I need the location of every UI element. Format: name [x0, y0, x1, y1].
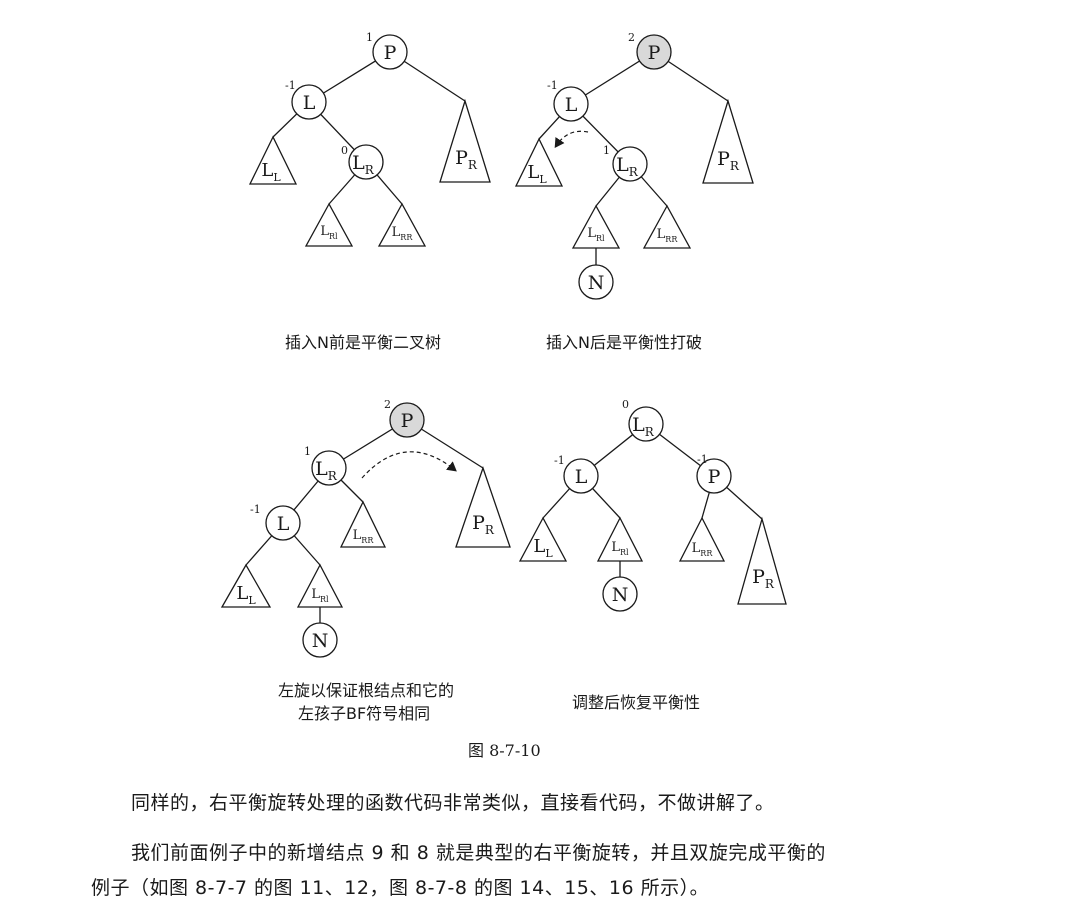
balance-factor-d2-P: 2 — [628, 31, 635, 44]
subtree-d2-LRR-label: LRR — [657, 227, 679, 244]
rotation-arrow-left — [554, 130, 589, 148]
node-d2-N-label: N — [588, 272, 605, 294]
balance-factor-d4-L: -1 — [554, 454, 565, 467]
balance-factor-d4-P: -1 — [697, 453, 708, 466]
node-d4-N-circle — [602, 576, 638, 612]
subtree-d3-LRl-label: LRl — [311, 587, 329, 604]
balance-factor-d1-L: -1 — [285, 79, 296, 92]
subtree-d1-LRl-triangle — [304, 202, 354, 247]
caption-rebalanced: 调整后恢复平衡性 — [572, 693, 701, 712]
subtree-d3-LL-label: LL — [236, 583, 256, 607]
subtree-d4-PR-triangle — [737, 516, 787, 605]
node-d3-P-label: P — [401, 410, 414, 432]
subtree-d4-PR-label: PR — [752, 566, 775, 591]
paragraph-2-line-2: 例子（如图 8-7-7 的图 11、12，图 8-7-8 的图 14、15、16… — [91, 877, 710, 899]
subtree-d2-LRR-triangle — [642, 204, 692, 249]
node-d3-L-label: L — [277, 513, 290, 535]
balance-factor-d1-P: 1 — [366, 31, 373, 44]
caption-before-insert: 插入N前是平衡二叉树 — [285, 333, 441, 352]
subtree-d1-LRR-triangle — [377, 202, 427, 247]
node-d1-P-circle — [372, 34, 408, 70]
node-d1-LR-circle — [348, 144, 384, 180]
diagram-1: LL PR LRl LRR P1L -1LR 0 — [248, 31, 491, 247]
subtree-d1-LL-label: LL — [261, 160, 281, 184]
rotation-arrow-right — [361, 451, 457, 479]
diagram-2: LL PR LRl LRR P2L -1LR 1N — [514, 31, 754, 300]
subtree-d3-LRR-triangle — [339, 500, 387, 548]
balance-factor-d2-LR: 1 — [603, 144, 610, 157]
caption-left-rotation-line2: 左孩子BF符号相同 — [298, 704, 431, 723]
node-d1-L-circle — [291, 84, 327, 120]
subtree-d1-LL-triangle — [248, 135, 298, 185]
paragraph-1: 同样的，右平衡旋转处理的函数代码非常类似，直接看代码，不做讲解了。 — [131, 792, 775, 814]
balance-factor-d3-P: 2 — [384, 398, 391, 411]
node-d1-L-label: L — [303, 92, 316, 114]
node-d1-LR-label: LR — [352, 152, 375, 177]
subtree-d2-PR-triangle — [702, 98, 754, 184]
figure-label: 图 8-7-10 — [468, 741, 541, 760]
node-d4-N-label: N — [612, 584, 629, 606]
subtree-d2-LRl-triangle — [571, 204, 621, 249]
subtree-d3-LRR-label: LRR — [353, 528, 375, 545]
node-d4-L-label: L — [575, 466, 588, 488]
node-d4-P-label: P — [708, 466, 721, 488]
node-d3-P-circle — [389, 402, 425, 438]
subtree-d2-LL-triangle — [514, 137, 564, 187]
subtree-d2-PR-label: PR — [717, 148, 740, 173]
subtree-d1-PR-label: PR — [455, 147, 478, 172]
subtree-d1-PR-triangle — [439, 98, 491, 183]
subtree-d4-LRl-label: LRl — [611, 540, 629, 557]
subtree-d1-LRl-label: LRl — [320, 224, 338, 241]
balance-factor-d3-L: -1 — [250, 503, 261, 516]
caption-left-rotation-line1: 左旋以保证根结点和它的 — [278, 681, 455, 700]
subtree-d3-PR-label: PR — [472, 512, 495, 537]
subtree-d4-LRl-triangle — [596, 516, 644, 562]
node-d3-LR-label: LR — [315, 458, 338, 483]
node-d2-L-label: L — [565, 94, 578, 116]
node-d2-P-label: P — [648, 42, 661, 64]
node-d4-P-circle — [696, 458, 732, 494]
node-d3-L-circle — [265, 505, 301, 541]
subtree-d2-LRl-label: LRl — [587, 226, 605, 243]
subtree-d4-LL-label: LL — [533, 536, 553, 560]
subtree-d3-PR-triangle — [455, 465, 511, 548]
balance-factor-d4-LR: 0 — [622, 398, 629, 411]
paragraph-2-line-1: 我们前面例子中的新增结点 9 和 8 就是典型的右平衡旋转，并且双旋完成平衡的 — [131, 842, 826, 864]
node-d4-LR-label: LR — [632, 414, 655, 439]
rotation-arrows — [361, 130, 589, 479]
balance-factor-d2-L: -1 — [547, 79, 558, 92]
node-d3-N-circle — [302, 622, 338, 658]
balance-factor-d3-LR: 1 — [304, 445, 311, 458]
node-d3-N-label: N — [312, 630, 329, 652]
balance-factor-d1-LR: 0 — [341, 144, 348, 157]
subtree-d4-LRR-triangle — [678, 516, 726, 562]
node-d3-LR-circle — [311, 450, 347, 486]
node-d4-L-circle — [563, 458, 599, 494]
caption-after-insert: 插入N后是平衡性打破 — [546, 333, 702, 352]
subtree-d4-LL-triangle — [518, 516, 568, 562]
subtree-d3-LRl-triangle — [296, 563, 344, 608]
node-d2-P-circle — [636, 34, 672, 70]
node-d4-LR-circle — [628, 406, 664, 442]
subtree-d2-LL-label: LL — [527, 162, 547, 186]
node-d1-P-label: P — [384, 42, 397, 64]
node-d2-LR-label: LR — [616, 154, 639, 179]
subtree-d3-LL-triangle — [220, 563, 272, 608]
node-d2-N-circle — [578, 264, 614, 300]
subtree-d4-LRR-label: LRR — [692, 541, 714, 558]
node-d2-LR-circle — [612, 146, 648, 182]
subtree-d1-LRR-label: LRR — [392, 225, 414, 242]
node-d2-L-circle — [553, 86, 589, 122]
